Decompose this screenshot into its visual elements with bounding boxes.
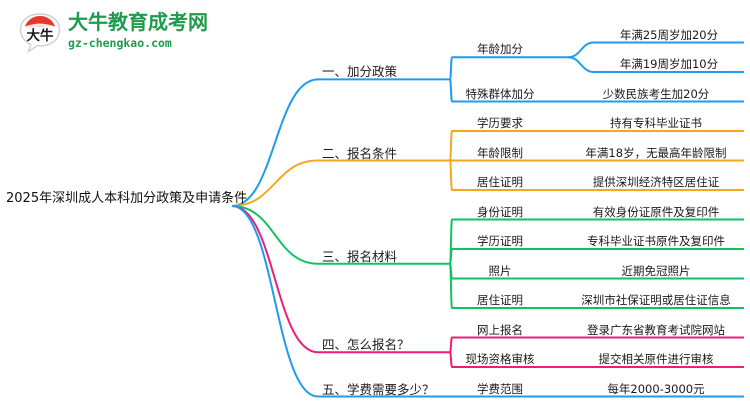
leaf-label[interactable]: 登录广东省教育考试院网站 [587,322,725,337]
logo-subtitle: gz-chengkao.com [68,36,172,50]
sub-label-jiafen-zhengce-1[interactable]: 特殊群体加分 [465,86,535,101]
branch-label-baoming-tiaojian[interactable]: 二、报名条件 [322,145,398,161]
leaf-label[interactable]: 近期免冠照片 [621,263,691,278]
branch-label-jiafen-zhengce[interactable]: 一、加分政策 [322,64,398,80]
speech-bubble-logo-icon: 大牛 [19,13,61,53]
leaf-label[interactable]: 提交相关原件进行审核 [598,352,714,366]
root-node[interactable]: 2025年深圳成人本科加分政策及申请条件 [6,191,248,206]
sub-label-baoming-cailiao-3[interactable]: 居住证明 [477,293,523,307]
sub-label-baoming-tiaojian-1[interactable]: 年龄限制 [477,145,523,160]
svg-text:大牛: 大牛 [27,27,54,44]
site-logo[interactable]: 大牛 大牛教育成考网 gz-chengkao.com [18,9,248,57]
branch-label-baoming-cailiao[interactable]: 三、报名材料 [322,248,398,264]
leaf-label[interactable]: 少数民族考生加20分 [602,86,710,101]
sub-label-zenme-baoming-1[interactable]: 现场资格审核 [465,352,535,366]
branch-label-zenme-baoming[interactable]: 四、怎么报名？ [322,337,410,353]
leaf-label[interactable]: 年满19周岁加10分 [619,57,719,71]
branch-label-xuefei[interactable]: 五、学费需要多少？ [322,381,435,397]
sub-label-xuefei-0[interactable]: 学费范围 [477,381,523,396]
leaf-label[interactable]: 专科毕业证书原件及复印件 [587,234,725,248]
leaf-label[interactable]: 提供深圳经济特区居住证 [592,175,720,189]
leaf-label[interactable]: 年满25周岁加20分 [619,27,719,42]
sub-label-baoming-cailiao-1[interactable]: 学历证明 [477,234,523,248]
sub-label-baoming-tiaojian-2[interactable]: 居住证明 [477,175,523,189]
sub-label-jiafen-zhengce-0[interactable]: 年龄加分 [477,42,523,57]
sub-label-zenme-baoming-0[interactable]: 网上报名 [477,322,523,337]
leaf-label[interactable]: 每年2000-3000元 [607,381,705,396]
leaf-label[interactable]: 深圳市社保证明或居住证信息 [581,293,731,307]
sub-label-baoming-cailiao-0[interactable]: 身份证明 [477,204,523,219]
leaf-label[interactable]: 有效身份证原件及复印件 [592,204,720,219]
logo-title: 大牛教育成考网 [68,10,208,34]
sub-label-baoming-tiaojian-0[interactable]: 学历要求 [477,116,523,130]
logo-text-block: 大牛教育成考网 gz-chengkao.com [68,10,208,51]
sub-label-baoming-cailiao-2[interactable]: 照片 [488,263,512,278]
leaf-label[interactable]: 持有专科毕业证书 [610,116,702,130]
leaf-label[interactable]: 年满18岁，无最高年龄限制 [585,145,727,160]
